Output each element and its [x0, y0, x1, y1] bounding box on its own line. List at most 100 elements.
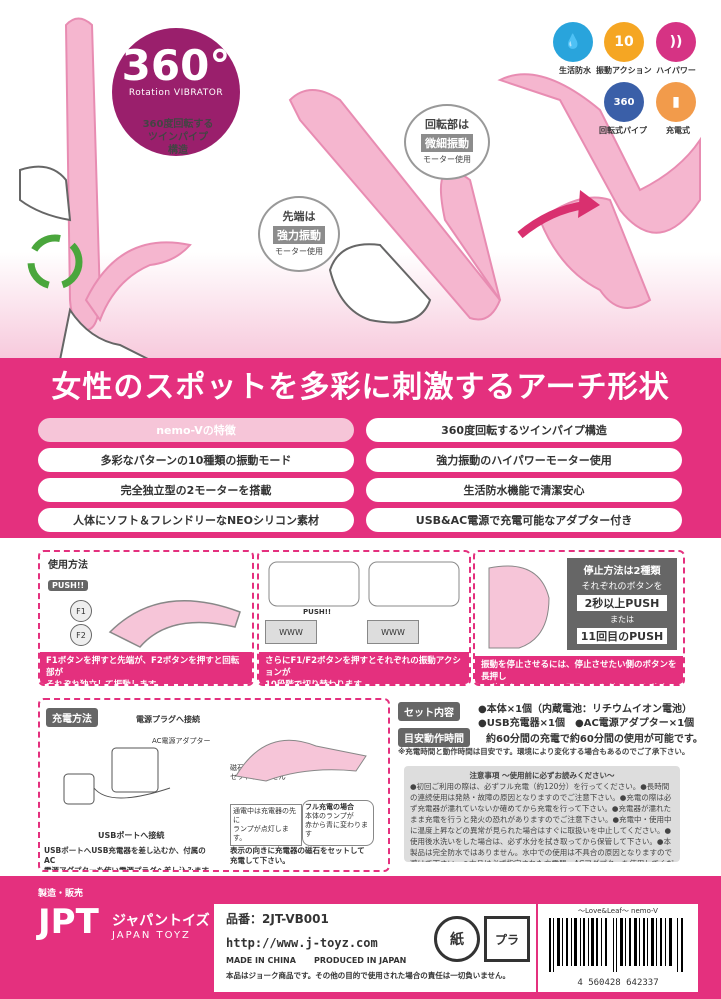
- feature-label: 充電式: [666, 126, 690, 135]
- disclaimer: 本品はジョーク商品です。その他の目的で使用された場合の責任は一切負いません。: [226, 971, 511, 980]
- charge-caption-right: 表示の向きに充電器の磁石をセットして 充電して下さい。: [230, 846, 365, 865]
- stop-hand-drawing: [488, 565, 550, 649]
- high-power-icon: )): [656, 22, 696, 62]
- stop-or: または: [610, 615, 634, 624]
- pill-feature: 人体にソフト＆フレンドリーなNEOシリコン素材: [38, 508, 354, 532]
- feature-highpower: )) ハイパワー: [656, 22, 700, 76]
- bend-arrow-icon: [517, 201, 586, 239]
- footer-info-box: 品番：2JT-VB001 http://www.j-toyz.com MADE …: [214, 904, 536, 992]
- caution-box: 注意事項 〜使用前に必ずお読みください〜 ●初回ご利用の際は、必ずフル充電（約1…: [404, 766, 680, 862]
- callout-rotary: 回転部は 微細振動 モーター使用: [404, 104, 490, 180]
- logo-mark: JPT: [38, 902, 99, 942]
- push-label: PUSH!!: [48, 580, 89, 591]
- pill-feature: 多彩なパターンの10種類の振動モード: [38, 448, 354, 472]
- charge-panel: 充電方法 電源プラグへ接続 AC電源アダプター USBポートへ接続 磁石の向きが…: [38, 698, 390, 872]
- caution-title: 注意事項 〜使用前に必ずお読みください〜: [469, 771, 615, 780]
- wave-pattern-icon: WWW: [265, 620, 317, 644]
- plastic-recycle-icon: プラ: [484, 916, 530, 962]
- usage-caption-3: 振動を停止させるには、停止させたい側のボタンを長押し (2秒以上)するか、11回…: [475, 656, 683, 684]
- pill-feature: USB&AC電源で充電可能なアダプター付き: [366, 508, 682, 532]
- hero-illustration: [19, 17, 701, 360]
- f2-button-icon: F2: [70, 624, 92, 646]
- pill-feature: 完全独立型の2モーターを搭載: [38, 478, 354, 502]
- feature-rotation: 360 回転式パイプ: [599, 82, 648, 136]
- callout-rotary-small: モーター使用: [423, 155, 471, 164]
- website-url[interactable]: http://www.j-toyz.com: [226, 936, 378, 950]
- feature-label: 振動アクション: [596, 66, 652, 75]
- stop-button-2: 11回目のPUSH: [577, 628, 667, 644]
- bend-arrow-head-icon: [578, 190, 600, 218]
- feature-label: ハイパワー: [656, 66, 696, 75]
- full-charge-title: フル充電の場合: [305, 803, 354, 811]
- water-drop-icon: 💧: [553, 22, 593, 62]
- operating-time-note: ※充電時間と動作時間は目安です。環境により変化する場合もあるのでご了承下さい。: [398, 747, 690, 756]
- usage-panel-1: 使用方法 PUSH!! F1 F2 F1ボタンを押すと先端が、F2ボタンを押すと…: [38, 550, 254, 686]
- badge-degrees: 360°: [121, 41, 231, 90]
- rotation-badge: 360° Rotation VIBRATOR: [112, 28, 240, 156]
- charge-caption-left: USBポートへUSB充電器を差し込むか、付属のAC 電源アダプターを使い電源プラ…: [44, 846, 216, 872]
- stop-line1: それぞれのボタンを: [581, 582, 663, 592]
- callout-tip-highlight: 強力振動: [273, 226, 325, 244]
- brand-jp: ジャパントイズ: [112, 913, 210, 929]
- vibrator-arch: [497, 73, 701, 234]
- usage-panel-2-drawing: [268, 561, 460, 607]
- charging-vibrator-drawing: [235, 739, 367, 782]
- callout-rotary-highlight: 微細振動: [421, 134, 473, 152]
- full-charge-box: フル充電の場合 本体のランプが 赤から青に変わります: [302, 800, 374, 846]
- set-line-2: ●USB充電器×1個 ●AC電源アダプター×1個: [478, 718, 695, 729]
- stop-method-box: 停止方法は2種類 それぞれのボタンを 2秒以上PUSH または 11回目のPUS…: [567, 558, 677, 650]
- product-name: 〜Love&Leaf〜 nemo-V: [578, 907, 658, 915]
- wave-pattern-icon: WWW: [367, 620, 419, 644]
- badge-subtitle: Rotation VIBRATOR: [128, 88, 224, 98]
- pill-feature: 生活防水機能で清潔安心: [366, 478, 682, 502]
- pill-feature: 強力振動のハイパワーモーター使用: [366, 448, 682, 472]
- usage-vibrator-drawing: [108, 600, 241, 648]
- f1-button-icon: F1: [70, 600, 92, 622]
- pill-feature: 360度回転するツインパイプ構造: [366, 418, 682, 442]
- feature-vibration: 10 振動アクション: [596, 22, 652, 76]
- charge-title: 充電方法: [46, 708, 98, 727]
- company-logo: JPT ジャパントイズ JAPAN TOYZ: [38, 902, 214, 980]
- caution-body: ●初回ご利用の際は、必ずフル充電（約120分）を行ってください。●長時間の連続使…: [410, 782, 674, 862]
- feature-rechargeable: ▮ 充電式: [656, 82, 700, 136]
- plug-label: 電源プラグへ接続: [136, 715, 200, 724]
- usage-caption-1: F1ボタンを押すと先端が、F2ボタンを押すと回転部が それぞれ独立して振動します…: [40, 652, 252, 684]
- barcode-number: 4 560428 642337: [577, 978, 659, 988]
- rotation-arrow-icon: [27, 234, 83, 290]
- rotation-360-icon: 360: [604, 82, 644, 122]
- usage-caption-2: さらにF1/F2ボタンを押すとそれぞれの振動アクションが 10段階で切り替わりま…: [259, 652, 469, 684]
- hero-section: 360° Rotation VIBRATOR 360度回転する ツインパイプ 構…: [0, 0, 721, 360]
- stop-title: 停止方法は2種類: [583, 566, 661, 577]
- product-number: 品番：2JT-VB001: [226, 912, 329, 926]
- barcode-box: 〜Love&Leaf〜 nemo-V 4 560428 642337: [538, 904, 698, 992]
- battery-icon: ▮: [656, 82, 696, 122]
- operating-time-label: 目安動作時間: [398, 728, 470, 747]
- usage-panel-2: PUSH!! WWW WWW さらにF1/F2ボタンを押すとそれぞれの振動アクシ…: [257, 550, 471, 686]
- hand-holding: [328, 243, 432, 324]
- set-contents-label: セット内容: [398, 702, 460, 721]
- pill-feature-title: nemo-Vの特徴: [38, 418, 354, 442]
- usage-panel-3: 停止方法は2種類 それぞれのボタンを 2秒以上PUSH または 11回目のPUS…: [473, 550, 685, 686]
- barcode-icon: [549, 918, 683, 972]
- callout-tip-title: 先端は: [282, 210, 316, 223]
- push-label: PUSH!!: [303, 608, 332, 616]
- full-charge-note: 本体のランプが 赤から青に変わります: [305, 812, 368, 838]
- badge-caption: 360度回転する ツインパイプ 構造: [142, 119, 214, 156]
- callout-tip-small: モーター使用: [275, 247, 323, 256]
- feature-label: 生活防水: [559, 66, 591, 75]
- usb-label: USBポートへ接続: [98, 831, 165, 840]
- callout-tip: 先端は 強力振動 モーター使用: [258, 196, 340, 272]
- vibrator-rotating-arm: [84, 241, 192, 323]
- charging-note: 通電中は充電器の先に ランプが点灯します。: [230, 804, 302, 846]
- hand-lower: [58, 307, 151, 360]
- paper-recycle-icon: 紙: [434, 916, 480, 962]
- headline: 女性のスポットを多彩に刺激するアーチ形状: [51, 370, 670, 405]
- adapter-label: AC電源アダプター: [152, 737, 211, 745]
- feature-waterproof: 💧 生活防水: [553, 22, 597, 76]
- charger-drawing: [63, 747, 171, 805]
- callout-rotary-title: 回転部は: [425, 118, 469, 131]
- hand-outline: [19, 165, 72, 222]
- brand-en: JAPAN TOYZ: [112, 930, 191, 941]
- feature-label: 回転式パイプ: [599, 126, 647, 135]
- produced-in: PRODUCED IN JAPAN: [314, 956, 407, 965]
